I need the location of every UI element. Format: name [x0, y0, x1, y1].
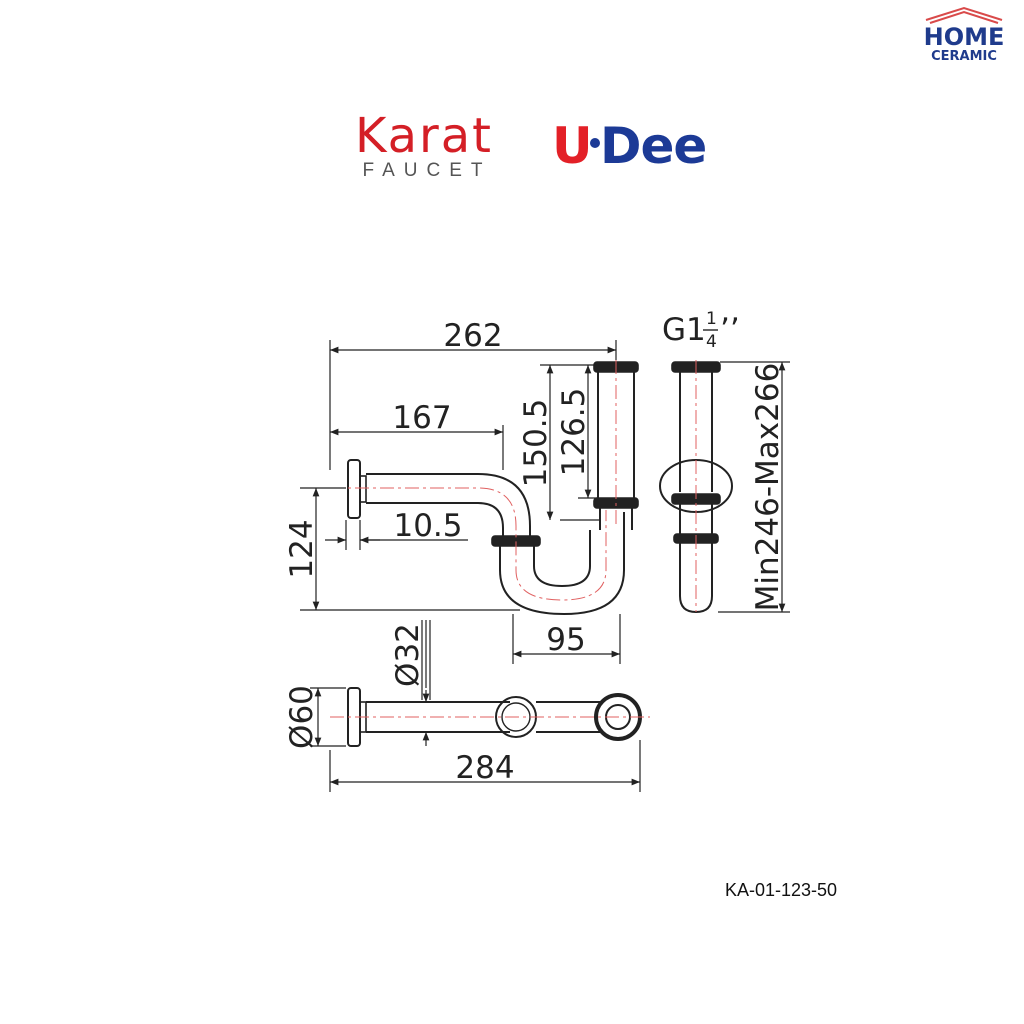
thread-suffix: ’’ — [720, 312, 740, 348]
dim-trap-width: 95 — [546, 622, 585, 658]
dim-adjustable-height: Min246-Max266 — [750, 363, 786, 612]
udee-dot — [590, 138, 600, 148]
dimension-lines — [300, 340, 790, 792]
dim-overall-width: 262 — [443, 318, 502, 354]
karat-faucet-logo: Karat FAUCET — [334, 112, 520, 182]
roof-icon — [925, 6, 1003, 24]
dim-plan-length: 284 — [455, 750, 514, 786]
faucet-word: FAUCET — [362, 160, 492, 181]
ceramic-word: CERAMIC — [931, 49, 997, 64]
dim-tail-inner: 126.5 — [556, 388, 592, 477]
home-word: HOME — [923, 23, 1005, 51]
home-ceramic-logo: HOME CERAMIC — [916, 6, 1012, 68]
model-code: KA-01-123-50 — [725, 880, 838, 900]
karat-word: Karat — [354, 108, 493, 164]
thread-prefix: G1 — [662, 312, 706, 348]
front-view — [330, 360, 639, 616]
dim-outlet-length: 167 — [392, 400, 451, 436]
dimension-labels: 262 167 150.5 126.5 10.5 124 95 Min246-M… — [284, 309, 786, 786]
dim-pipe-diameter: Ø32 — [390, 623, 426, 687]
udee-logo: U Dee — [552, 118, 748, 178]
dim-tailpiece-height: 150.5 — [518, 399, 554, 488]
udee-rest: Dee — [600, 117, 707, 175]
dim-outlet-height: 124 — [284, 519, 320, 578]
dim-flange-thickness: 10.5 — [393, 508, 462, 544]
dim-flange-diameter: Ø60 — [284, 685, 320, 749]
thread-numerator: 1 — [706, 309, 717, 329]
thread-denominator: 4 — [706, 332, 717, 352]
plan-view — [330, 687, 650, 747]
side-view — [659, 360, 733, 614]
udee-u: U — [552, 117, 593, 175]
